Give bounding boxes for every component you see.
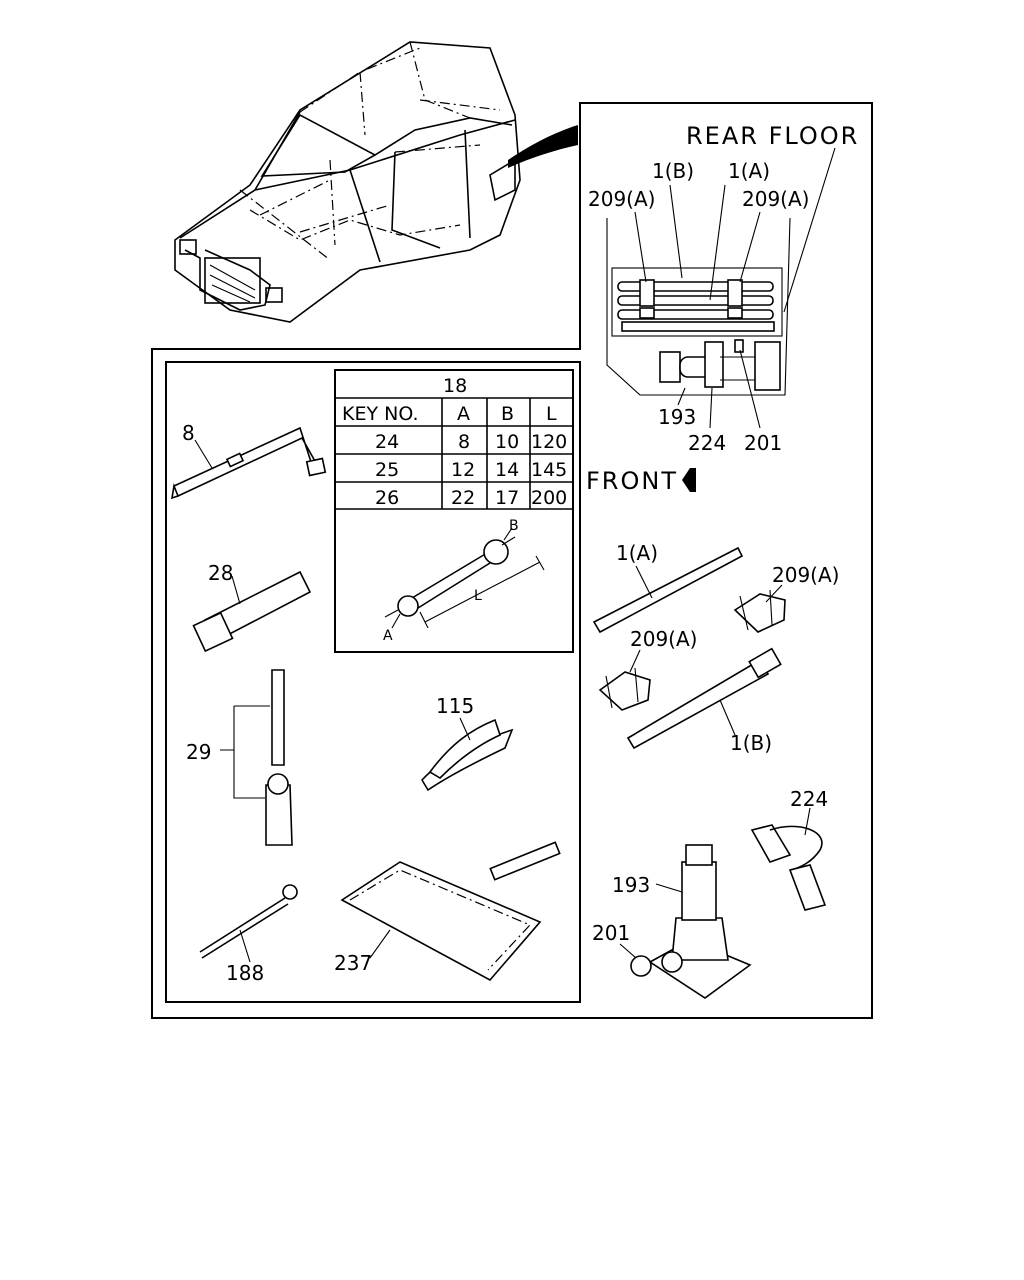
label-201-bottom: 201 [592,921,630,945]
table-cell: 145 [531,459,567,481]
label-209a-top-left: 209(A) [588,187,655,211]
front-label: FRONT [586,467,678,495]
table-cell: 10 [495,431,519,453]
table-cell: 8 [458,431,470,453]
table-cell: 200 [531,487,567,509]
rear-floor-label: REAR FLOOR [686,122,859,150]
table-cell: 120 [531,431,567,453]
label-29: 29 [186,740,211,764]
part-209a-clip-left: 209(A) [598,627,697,711]
table-header-l: L [546,403,557,425]
table-header-b: B [501,403,514,425]
part-28-socket-wrench: 28 [192,561,312,653]
label-209a-top-right: 209(A) [742,187,809,211]
label-209a-mid-right: 209(A) [772,563,839,587]
label-115: 115 [436,694,474,718]
label-193-top: 193 [658,405,696,429]
part-224-strap: 224 [750,787,828,911]
part-201-ring: 201 [592,921,652,977]
table-cell: 14 [495,459,519,481]
label-201-top: 201 [744,431,782,455]
label-224-top: 224 [688,431,726,455]
vehicle-body-illustration [174,41,578,323]
label-188: 188 [226,961,264,985]
table-title: 18 [443,375,467,397]
part-237-tool-bag: 237 [334,841,561,982]
wrench-label-l: L [474,588,482,604]
part-193-jack: 193 [612,844,752,999]
part-115-pliers: 115 [421,694,514,792]
part-29-screwdriver: 29 [186,669,293,846]
part-209a-clip-right: 209(A) [733,563,839,633]
table-cell: 17 [495,487,519,509]
label-1a-mid: 1(A) [616,541,658,565]
table-header-key-no: KEY NO. [342,403,419,425]
table-cell: 26 [375,487,399,509]
wrench-size-table: 18 KEY NO. A B L 24 8 10 120 25 12 14 14… [334,369,574,653]
label-1b-top: 1(B) [652,159,694,183]
label-209a-mid-left: 209(A) [630,627,697,651]
front-arrow-icon [682,468,696,492]
label-8: 8 [182,421,195,445]
tool-set-box [165,361,581,1003]
wrench-illustration: A B L [383,518,545,644]
part-1a-bar: 1(A) [592,541,744,634]
part-8-wheel-wrench: 8 [170,421,327,500]
label-1a-top: 1(A) [728,159,770,183]
table-header-a: A [457,403,470,425]
table-cell: 22 [451,487,475,509]
wrench-label-b: B [509,518,519,534]
label-224-bottom: 224 [790,787,828,811]
wrench-label-a: A [383,628,393,644]
part-188-handle: 188 [199,884,298,985]
table-cell: 12 [451,459,475,481]
rear-floor-panel: REAR FLOOR 1(B) 1(A) 209(A) 209(A) 193 2… [151,102,873,1019]
label-1b-mid: 1(B) [730,731,772,755]
table-cell: 24 [375,431,399,453]
label-237: 237 [334,951,372,975]
label-28: 28 [208,561,233,585]
label-193-bottom: 193 [612,873,650,897]
table-cell: 25 [375,459,399,481]
part-1b-bar: 1(B) [626,647,782,755]
